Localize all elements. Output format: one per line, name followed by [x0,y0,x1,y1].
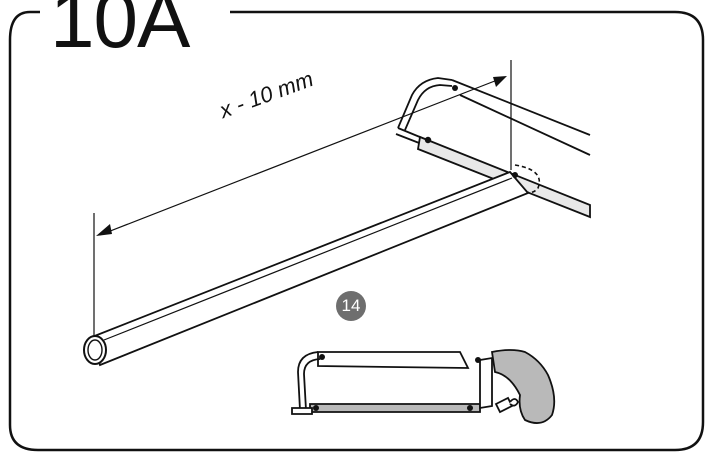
tube-end-inner [87,339,103,361]
blade-rivet [424,136,432,144]
hacksaw-icon [291,349,556,424]
hacksaw-rivet-c [467,405,473,411]
cut-point [512,172,518,178]
hacksaw-rivet-d [475,357,481,363]
hacksaw-rivet-a [319,354,325,360]
dimension-arrow-right [493,76,507,87]
part-number-badge: 14 [336,291,366,321]
step-label: 10A [40,0,200,60]
tube-body [90,170,530,367]
panel-frame [8,10,705,452]
frame-rivet-top [452,85,458,91]
dimension-arrow-left [96,224,112,236]
dimension-lines [93,60,512,337]
hacksaw-rivet-b [313,405,319,411]
